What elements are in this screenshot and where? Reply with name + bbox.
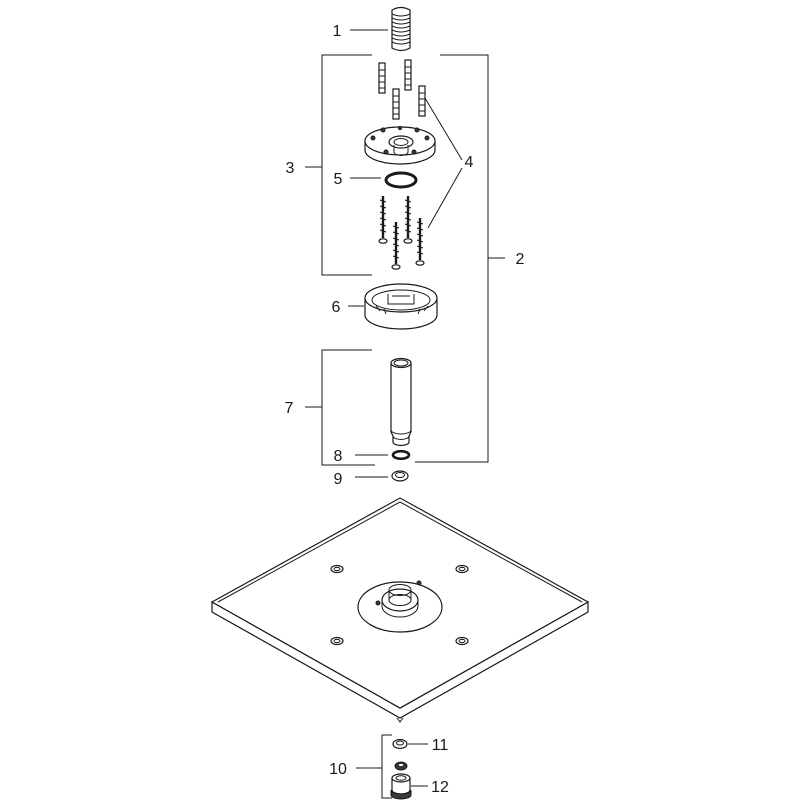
mounting-flange: [364, 125, 436, 165]
rubber-seal: [394, 761, 408, 771]
bracket-3: [305, 54, 372, 276]
callout-9: 9: [334, 471, 343, 488]
callout-10: 10: [329, 761, 347, 778]
bracket-7: [305, 349, 375, 466]
callout-5: 5: [334, 171, 343, 188]
wall-plug: [378, 62, 386, 94]
callout-7: 7: [285, 400, 294, 417]
part-5-o-ring: [350, 171, 418, 189]
part-4-screws: [378, 97, 463, 270]
part-9-washer: [355, 470, 409, 482]
callout-8: 8: [334, 448, 343, 465]
callout-3: 3: [286, 160, 295, 177]
part-12-connector-nut: [390, 773, 428, 800]
part-4-wall-plugs: [378, 59, 426, 120]
screw: [403, 196, 413, 244]
bracket-2: [415, 54, 505, 463]
part-7-pipe-extension: [390, 357, 412, 447]
screw: [391, 222, 401, 270]
callout-2: 2: [516, 251, 525, 268]
callout-4: 4: [465, 154, 474, 171]
part-11-washer: [392, 738, 428, 750]
callout-11: 11: [432, 737, 449, 754]
part-6-cover-cap: [348, 283, 438, 330]
callout-1: 1: [333, 23, 342, 40]
part-1-threaded-nipple: [391, 6, 411, 52]
part-8-seal-ring: [355, 449, 411, 461]
wall-plug: [404, 59, 412, 91]
callout-12: 12: [431, 779, 449, 796]
overhead-shower-plate: [210, 497, 590, 723]
screw: [378, 196, 388, 244]
bracket-10: [356, 734, 392, 799]
screw: [415, 218, 425, 266]
wall-plug: [418, 85, 426, 117]
wall-plug: [392, 88, 400, 120]
callout-6: 6: [332, 299, 341, 316]
